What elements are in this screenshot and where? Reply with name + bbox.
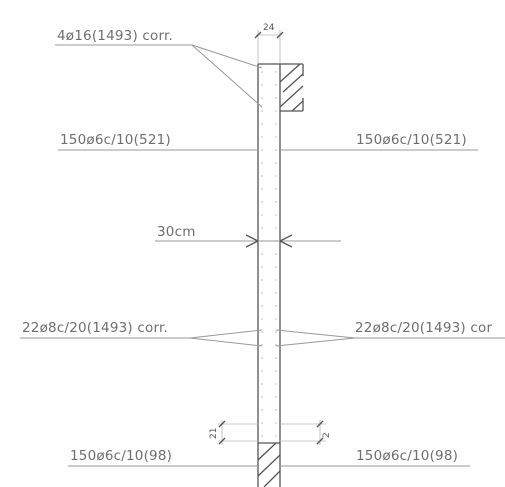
rebar-dot	[261, 123, 263, 125]
stirrup-bottom-left-label: 150ø6c/10(98)	[70, 448, 172, 464]
top-rebar-callout: 4ø16(1493) corr.	[55, 28, 263, 108]
cover-label: 30cm	[157, 224, 196, 240]
cover-dimension: 30cm	[155, 224, 341, 248]
rebar-dot	[261, 357, 263, 359]
rebar-dot	[275, 175, 277, 177]
column-outline	[257, 63, 281, 487]
rebar-dot	[275, 396, 277, 398]
rebar-dot	[275, 149, 277, 151]
rebar-dots-right	[275, 71, 277, 437]
top-slab-hatch	[279, 63, 304, 112]
rebar-dot	[261, 305, 263, 307]
rebar-dot	[275, 422, 277, 424]
rebar-dot	[261, 253, 263, 255]
rebar-dot	[275, 227, 277, 229]
rebar-dot	[261, 383, 263, 385]
mid-right-label: 22ø8c/20(1493) cor	[355, 320, 492, 336]
rebar-dot	[261, 318, 263, 320]
rebar-dot	[261, 162, 263, 164]
rebar-dot	[261, 370, 263, 372]
rebar-dot	[261, 409, 263, 411]
rebar-dot	[261, 227, 263, 229]
rebar-dot	[275, 266, 277, 268]
rebar-dot	[261, 149, 263, 151]
rebar-dot	[261, 188, 263, 190]
rebar-dots-left	[261, 71, 263, 437]
rebar-dot	[261, 292, 263, 294]
stirrup-top-left-label: 150ø6c/10(521)	[60, 132, 171, 148]
mid-left-label: 22ø8c/20(1493) corr.	[22, 320, 168, 336]
bottom-footing-hatch	[257, 442, 281, 487]
middle-rebar-callouts: 22ø8c/20(1493) corr. 22ø8c/20(1493) cor	[20, 320, 505, 347]
rebar-dot	[275, 110, 277, 112]
rebar-dot	[261, 110, 263, 112]
rebar-dot	[261, 279, 263, 281]
rebar-dot	[275, 435, 277, 437]
rebar-dot	[275, 71, 277, 73]
top-rebar-label: 4ø16(1493) corr.	[57, 28, 173, 44]
rebar-dot	[275, 331, 277, 333]
rebar-dot	[275, 370, 277, 372]
bottom-dim-right-text: 2	[322, 432, 332, 438]
rebar-dot	[261, 266, 263, 268]
rebar-dot	[275, 188, 277, 190]
rebar-dot	[275, 305, 277, 307]
rebar-dot	[275, 214, 277, 216]
rebar-dot	[261, 422, 263, 424]
rebar-dot	[275, 318, 277, 320]
rebar-dot	[275, 279, 277, 281]
rebar-dot	[261, 175, 263, 177]
rebar-dot	[261, 97, 263, 99]
upper-stirrup-callouts: 150ø6c/10(521) 150ø6c/10(521)	[58, 132, 478, 151]
rebar-dot	[275, 162, 277, 164]
bottom-dimensions: 21 2	[209, 420, 332, 445]
stirrup-bottom-right-label: 150ø6c/10(98)	[356, 448, 458, 464]
rebar-dot	[275, 201, 277, 203]
rebar-dot	[261, 331, 263, 333]
rebar-dot	[261, 84, 263, 86]
bottom-dim-left-text: 21	[209, 428, 219, 439]
lower-stirrup-callouts: 150ø6c/10(98) 150ø6c/10(98)	[68, 448, 470, 467]
rebar-dot	[275, 97, 277, 99]
rebar-dot	[275, 409, 277, 411]
rebar-dot	[275, 136, 277, 138]
rebar-dot	[261, 201, 263, 203]
rebar-dot	[275, 357, 277, 359]
rebar-dot	[275, 253, 277, 255]
rebar-dot	[275, 344, 277, 346]
width-dimension-text: 24	[263, 23, 275, 33]
rebar-dot	[261, 435, 263, 437]
rebar-dot	[261, 214, 263, 216]
stirrup-top-right-label: 150ø6c/10(521)	[356, 132, 467, 148]
rebar-dot	[275, 84, 277, 86]
rebar-dot	[261, 71, 263, 73]
rebar-dot	[275, 123, 277, 125]
rebar-dot	[261, 396, 263, 398]
top-width-dimension: 24	[254, 23, 284, 64]
rebar-dot	[275, 383, 277, 385]
rebar-dot	[261, 136, 263, 138]
rebar-dot	[275, 292, 277, 294]
